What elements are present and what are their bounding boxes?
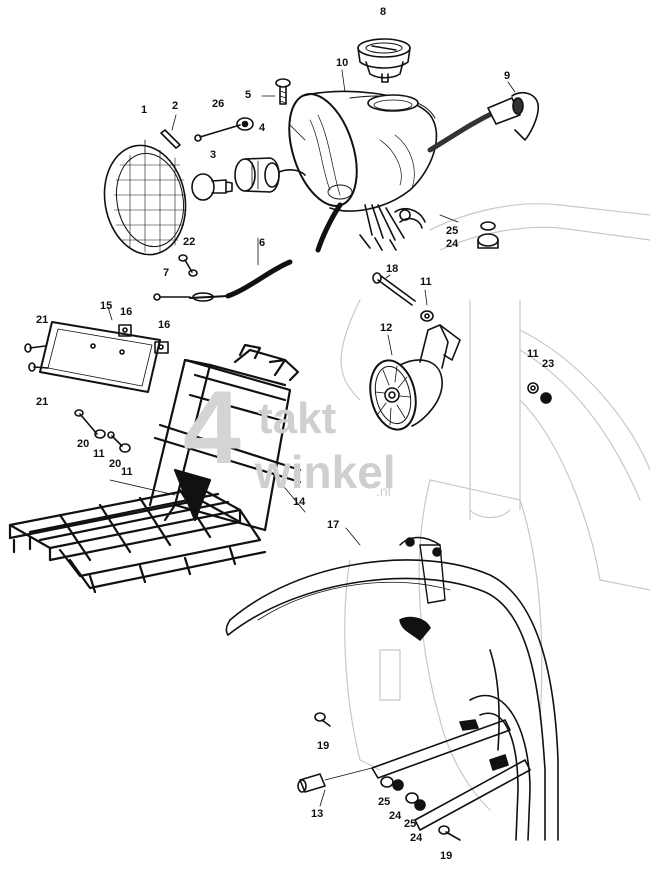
part-label-22: 22: [183, 236, 196, 248]
part-label-11-top: 11: [420, 276, 432, 288]
rack-screws: [74, 409, 131, 453]
part-label-25-bottom: 25: [404, 818, 417, 830]
fender-bolts: [314, 712, 461, 841]
part-label-17: 17: [327, 519, 340, 531]
part-label-15: 15: [100, 300, 113, 312]
part-label-1: 1: [141, 104, 148, 116]
part-label-21-top: 21: [36, 314, 49, 326]
part-label-23: 23: [542, 358, 555, 370]
part-label-21-bottom: 21: [36, 396, 49, 408]
nut-top: [477, 221, 499, 249]
part-label-24-top: 24: [446, 238, 459, 250]
part-label-11-right: 11: [527, 348, 539, 360]
watermark-suffix: .nl: [376, 483, 391, 499]
clip-part: [160, 129, 181, 149]
part-label-10: 10: [336, 57, 349, 69]
watermark-numeral: 4: [183, 370, 241, 486]
nuts-bottom: [380, 776, 426, 811]
part-label-18: 18: [386, 263, 399, 275]
part-label-9: 9: [504, 70, 511, 82]
part-label-8: 8: [380, 6, 387, 18]
frame-outline: [340, 203, 650, 811]
washer-18: [420, 310, 434, 322]
speedometer-cap: [357, 38, 411, 83]
part-label-26: 26: [212, 98, 225, 110]
headlamp-shell: [288, 90, 438, 212]
part-label-3: 3: [210, 149, 217, 161]
fender-stays: [371, 719, 531, 831]
part-label-24-mid: 24: [389, 810, 402, 822]
horn: [369, 324, 461, 431]
part-label-16-b: 16: [158, 319, 171, 331]
speedo-cable: [427, 91, 540, 153]
part-label-2: 2: [172, 100, 179, 112]
adjust-screw: [194, 117, 254, 142]
part-label-6: 6: [259, 237, 266, 249]
plate-screws: [24, 343, 49, 372]
part-label-5: 5: [245, 89, 252, 101]
front-fender: [225, 536, 559, 841]
brackets-16: [118, 324, 169, 354]
wire-harness: [153, 202, 343, 302]
part-label-19-top: 19: [317, 740, 330, 752]
bulb-holder: [234, 157, 306, 193]
part-label-7: 7: [163, 267, 170, 279]
part-label-25-top: 25: [446, 225, 459, 237]
horn-bolt: [372, 272, 416, 306]
washers-23: [527, 382, 552, 404]
washer-18-hole: [424, 313, 430, 319]
part-label-12: 12: [380, 322, 393, 334]
luggage-rack: [8, 343, 302, 594]
part-label-16-a: 16: [120, 306, 133, 318]
lens-screw: [178, 254, 198, 277]
part-label-4: 4: [259, 122, 266, 134]
watermark-word-2: winkel: [255, 446, 396, 498]
leader-lines: [107, 69, 516, 807]
part-label-24-bottom: 24: [410, 832, 423, 844]
part-label-13: 13: [311, 808, 324, 820]
part-label-20-b: 20: [109, 458, 122, 470]
part-label-20-a: 20: [77, 438, 90, 450]
part-label-11-mid-a: 11: [93, 448, 105, 460]
headlamp-bulb: [191, 173, 233, 201]
top-screw: [275, 78, 291, 105]
part-label-11-mid-b: 11: [121, 466, 133, 478]
spacer-sleeve: [297, 767, 373, 793]
license-plate: [39, 321, 161, 393]
part-label-19-bottom: 19: [440, 850, 453, 862]
watermark-word-1: takt: [258, 394, 337, 443]
headlamp-lens: [103, 144, 187, 256]
part-label-14: 14: [293, 496, 306, 508]
wire-terminals: [359, 204, 426, 251]
part-label-25-mid: 25: [378, 796, 391, 808]
